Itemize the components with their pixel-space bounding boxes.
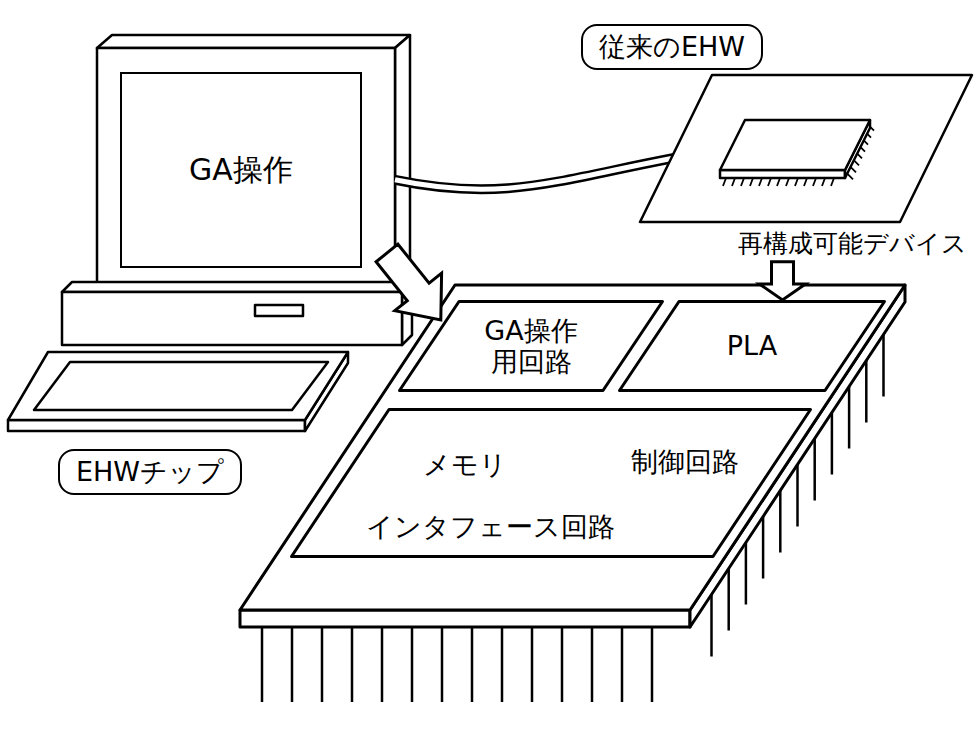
node-text: インタフェース回路	[366, 511, 615, 542]
monitor-screen: GA操作	[120, 72, 362, 268]
chip-pin	[762, 517, 765, 579]
monitor-bezel	[97, 48, 395, 290]
drive-slot	[255, 305, 303, 316]
node-text: 従来のEHW	[599, 31, 745, 62]
board-drawing	[640, 75, 972, 222]
chip-pin	[727, 569, 730, 631]
computer	[8, 35, 412, 431]
node-text: PLA	[727, 330, 777, 361]
chip-pin	[621, 627, 624, 702]
chip-pin	[531, 627, 534, 702]
chip-pin	[831, 413, 834, 475]
monitor-top	[97, 35, 410, 48]
keyboard	[8, 352, 348, 420]
chip-pin	[779, 491, 782, 553]
device-board	[640, 60, 975, 230]
chip-pin	[865, 361, 868, 423]
node-text: EHWチップ	[76, 456, 224, 487]
chip-pin	[745, 543, 748, 605]
region-shape	[292, 410, 811, 557]
chip-pin	[471, 627, 474, 702]
circuit-board	[640, 75, 972, 222]
chip-pin	[651, 627, 654, 702]
chip-pin	[882, 335, 885, 397]
node-text: 制御回路	[631, 446, 739, 477]
chip-pin	[441, 627, 444, 702]
rounded-label-box: 従来のEHW	[581, 24, 763, 69]
arrow	[760, 262, 806, 300]
chip-pin	[796, 465, 799, 527]
base-top	[62, 282, 412, 292]
chip-region: メモリ 制御回路インタフェース回路	[290, 408, 812, 558]
chip-pin	[261, 627, 264, 702]
ehw-chip-body	[240, 285, 905, 702]
chip-top-face	[240, 285, 905, 610]
keyboard-keys	[34, 362, 328, 410]
chip-region: GA操作 用回路	[398, 300, 664, 392]
chip-pin	[561, 627, 564, 702]
chip-pin	[291, 627, 294, 702]
chip-pin	[501, 627, 504, 702]
rounded-label-box: EHWチップ	[58, 449, 242, 494]
device-chip	[720, 120, 870, 170]
chip-pin	[381, 627, 384, 702]
region-shape	[400, 302, 663, 391]
region-shape	[620, 302, 885, 391]
chip-pin	[321, 627, 324, 702]
base-unit	[62, 292, 402, 345]
chip-front-face	[240, 610, 690, 627]
node-text: GA操作 用回路	[484, 315, 577, 377]
chip-pin	[591, 627, 594, 702]
node-text: GA操作	[189, 153, 293, 188]
block-arrow	[760, 262, 806, 300]
chip-pin	[710, 595, 713, 657]
chip-region: PLA	[618, 300, 886, 392]
chip-pin	[351, 627, 354, 702]
chip-pin	[813, 439, 816, 501]
node-text: 再構成可能デバイス	[738, 230, 967, 259]
keyboard-lip	[8, 420, 305, 431]
chip-pin	[411, 627, 414, 702]
node-text: メモリ	[423, 449, 507, 480]
arrow	[376, 244, 442, 320]
block-arrow	[376, 244, 442, 320]
reconfigurable-device: 再構成可能デバイス	[640, 60, 975, 259]
chip-pin	[848, 387, 851, 449]
